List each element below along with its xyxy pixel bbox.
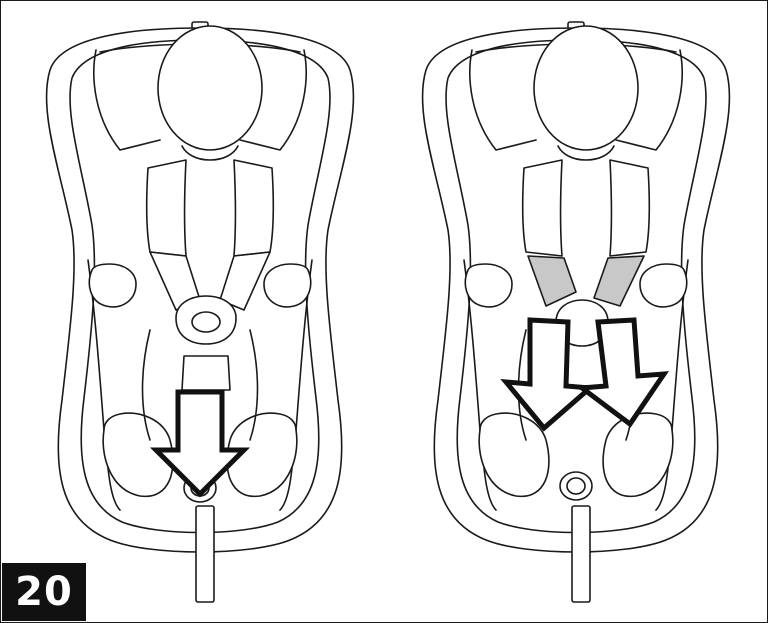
panel-right [421, 21, 731, 603]
pull-down-arrow-right [575, 317, 669, 428]
step-number-badge: 20 [2, 563, 86, 621]
highlight-strap-a [527, 255, 577, 307]
adjuster-button-right [559, 471, 593, 501]
buckle-tongue-left [181, 355, 231, 391]
buckle-left [175, 295, 237, 345]
pull-down-arrow-left [500, 317, 597, 432]
highlight-strap-b [593, 255, 645, 307]
press-down-arrow [149, 389, 251, 498]
panel-left [45, 21, 355, 603]
